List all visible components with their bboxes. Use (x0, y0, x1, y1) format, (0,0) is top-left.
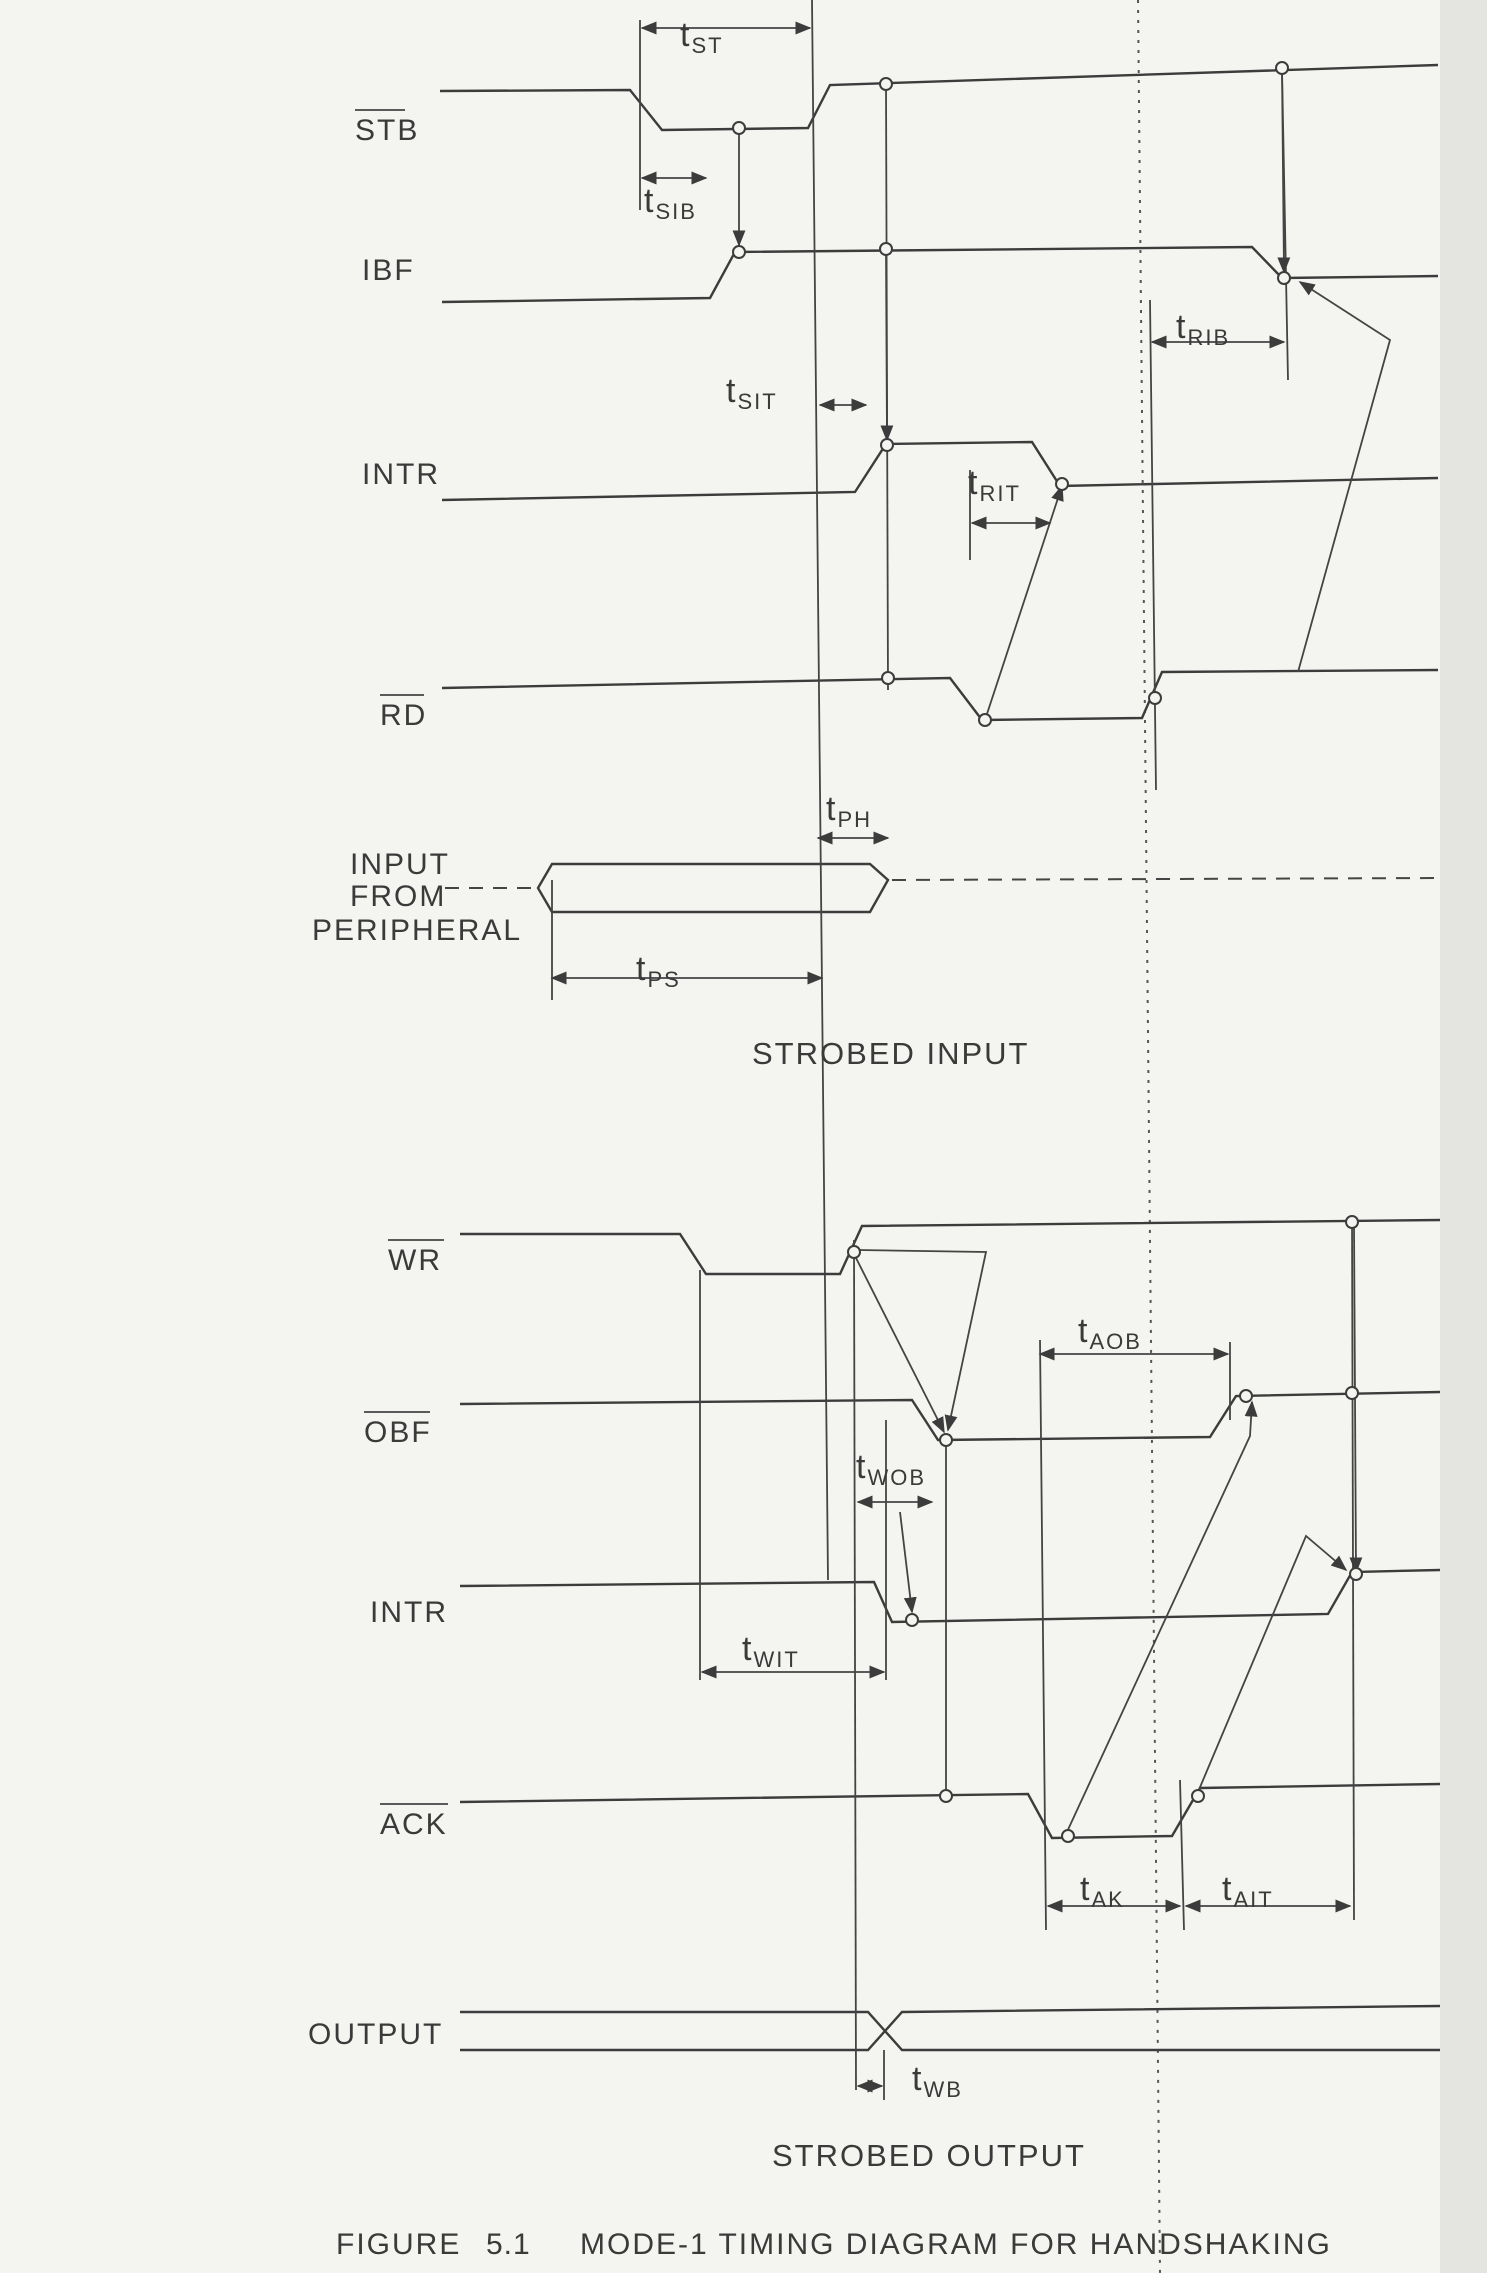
strobed-input-title: STROBED INPUT (752, 1036, 1029, 1071)
input-bus-dash-right (891, 877, 1439, 881)
label-t-ait: tAIT (1222, 1870, 1274, 1912)
label-t-st: tST (680, 16, 724, 58)
input-label-line3: PERIPHERAL (312, 914, 522, 947)
rd-label: RD (380, 699, 427, 732)
caption-figure-word: FIGURE (336, 2228, 461, 2261)
figure-caption: FIGURE 5.1 MODE-1 TIMING DIAGRAM FOR HAN… (336, 2228, 1332, 2261)
arrow-rd-to-ibf (1297, 281, 1392, 673)
dot-intr-out-fall (905, 1613, 919, 1627)
dot-intr-rise (880, 438, 894, 452)
strobed-input-section: STB IBF INTR RD INPUT FROM PERIPHERAL (312, 0, 1439, 1581)
dot-ibf-mid (879, 242, 893, 256)
strobed-output-title: STROBED OUTPUT (772, 2138, 1086, 2173)
dot-ack-start (939, 1789, 953, 1803)
dot-intr-out-rise (1349, 1567, 1363, 1581)
page-edge-shadow (1440, 0, 1487, 2273)
arrow-ack-to-obf (1065, 1400, 1258, 1835)
stb-waveform (439, 63, 1439, 132)
label-t-rit: tRIT (968, 464, 1021, 506)
dot-rd-rise (1148, 691, 1162, 705)
ref-line-rd-rise (1149, 299, 1157, 791)
dot-rd-low (978, 713, 992, 727)
dot-rd-start (881, 671, 895, 685)
arrow-stb-to-ibf-next (1277, 69, 1291, 274)
label-t-ps: tPS (636, 950, 681, 992)
input-bus-waveform (536, 862, 890, 914)
fold-line (1137, 0, 1161, 2273)
label-t-wit: tWIT (742, 1630, 800, 1672)
arrow-wr-to-obf (853, 1253, 945, 1434)
wr-label: WR (388, 1244, 442, 1277)
intr-input-waveform (441, 440, 1439, 502)
rd-waveform (441, 668, 1439, 722)
ack-waveform (459, 1782, 1441, 1840)
dot-intr-fall (1055, 477, 1069, 491)
label-t-sib: tSIB (644, 182, 697, 224)
arrow-ack-to-intr (1197, 1534, 1348, 1793)
label-t-rib: tRIB (1176, 308, 1230, 350)
label-t-ak: tAK (1080, 1870, 1125, 1912)
label-t-wob: tWOB (856, 1448, 926, 1490)
ack-label: ACK (380, 1808, 448, 1841)
wr-waveform (460, 1218, 1441, 1276)
dot-stb-next (1275, 61, 1289, 75)
ref-line-wr-rise (853, 1239, 857, 2091)
label-t-aob: tAOB (1078, 1312, 1142, 1354)
intr-output-waveform (459, 1568, 1441, 1624)
stb-label: STB (355, 114, 419, 147)
dot-obf-fall (939, 1433, 953, 1447)
dot-wr-rise (847, 1245, 861, 1259)
dot-ack-low (1061, 1829, 1075, 1843)
ref-line-ack-rise (1179, 1779, 1185, 1931)
obf-label: OBF (364, 1416, 432, 1449)
obf-waveform (459, 1390, 1441, 1442)
ref-line-ack-fall (1039, 1339, 1047, 1931)
label-t-ph: tPH (826, 790, 872, 832)
dot-obf-rise (1239, 1389, 1253, 1403)
caption-figure-number: 5.1 (486, 2228, 531, 2261)
arrow-wob-to-intr (899, 1511, 917, 1614)
caption-text: MODE-1 TIMING DIAGRAM FOR HANDSHAKING (580, 2228, 1332, 2261)
ibf-waveform (441, 245, 1439, 304)
label-t-sit: tSIT (726, 372, 778, 414)
dot-ibf-fall (1277, 271, 1291, 285)
output-label: OUTPUT (308, 2018, 443, 2051)
intr-label-input: INTR (362, 458, 440, 491)
arrow-ibf-to-intr (880, 249, 894, 442)
strobed-output-section: WR OBF INTR ACK OUTPUT (308, 1215, 1441, 2173)
ref-line-stb-rise (811, 0, 829, 1581)
label-t-wb: tWB (912, 2060, 963, 2102)
dot-stb-low (732, 121, 746, 135)
output-bus-waveform (460, 2004, 1441, 2052)
dot-ack-rise (1191, 1789, 1205, 1803)
dot-wr-next (1345, 1215, 1359, 1229)
input-label-line2: FROM (350, 880, 446, 913)
input-label-line1: INPUT (350, 848, 450, 881)
arrow-rd-to-intr (984, 484, 1064, 721)
dot-ibf-rise (732, 245, 746, 259)
intr-label-output: INTR (370, 1596, 448, 1629)
arrow-wr-to-obf-2 (857, 1249, 988, 1432)
dot-stb-rise (879, 77, 893, 91)
dot-obf-next (1345, 1386, 1359, 1400)
ibf-label: IBF (362, 254, 415, 287)
